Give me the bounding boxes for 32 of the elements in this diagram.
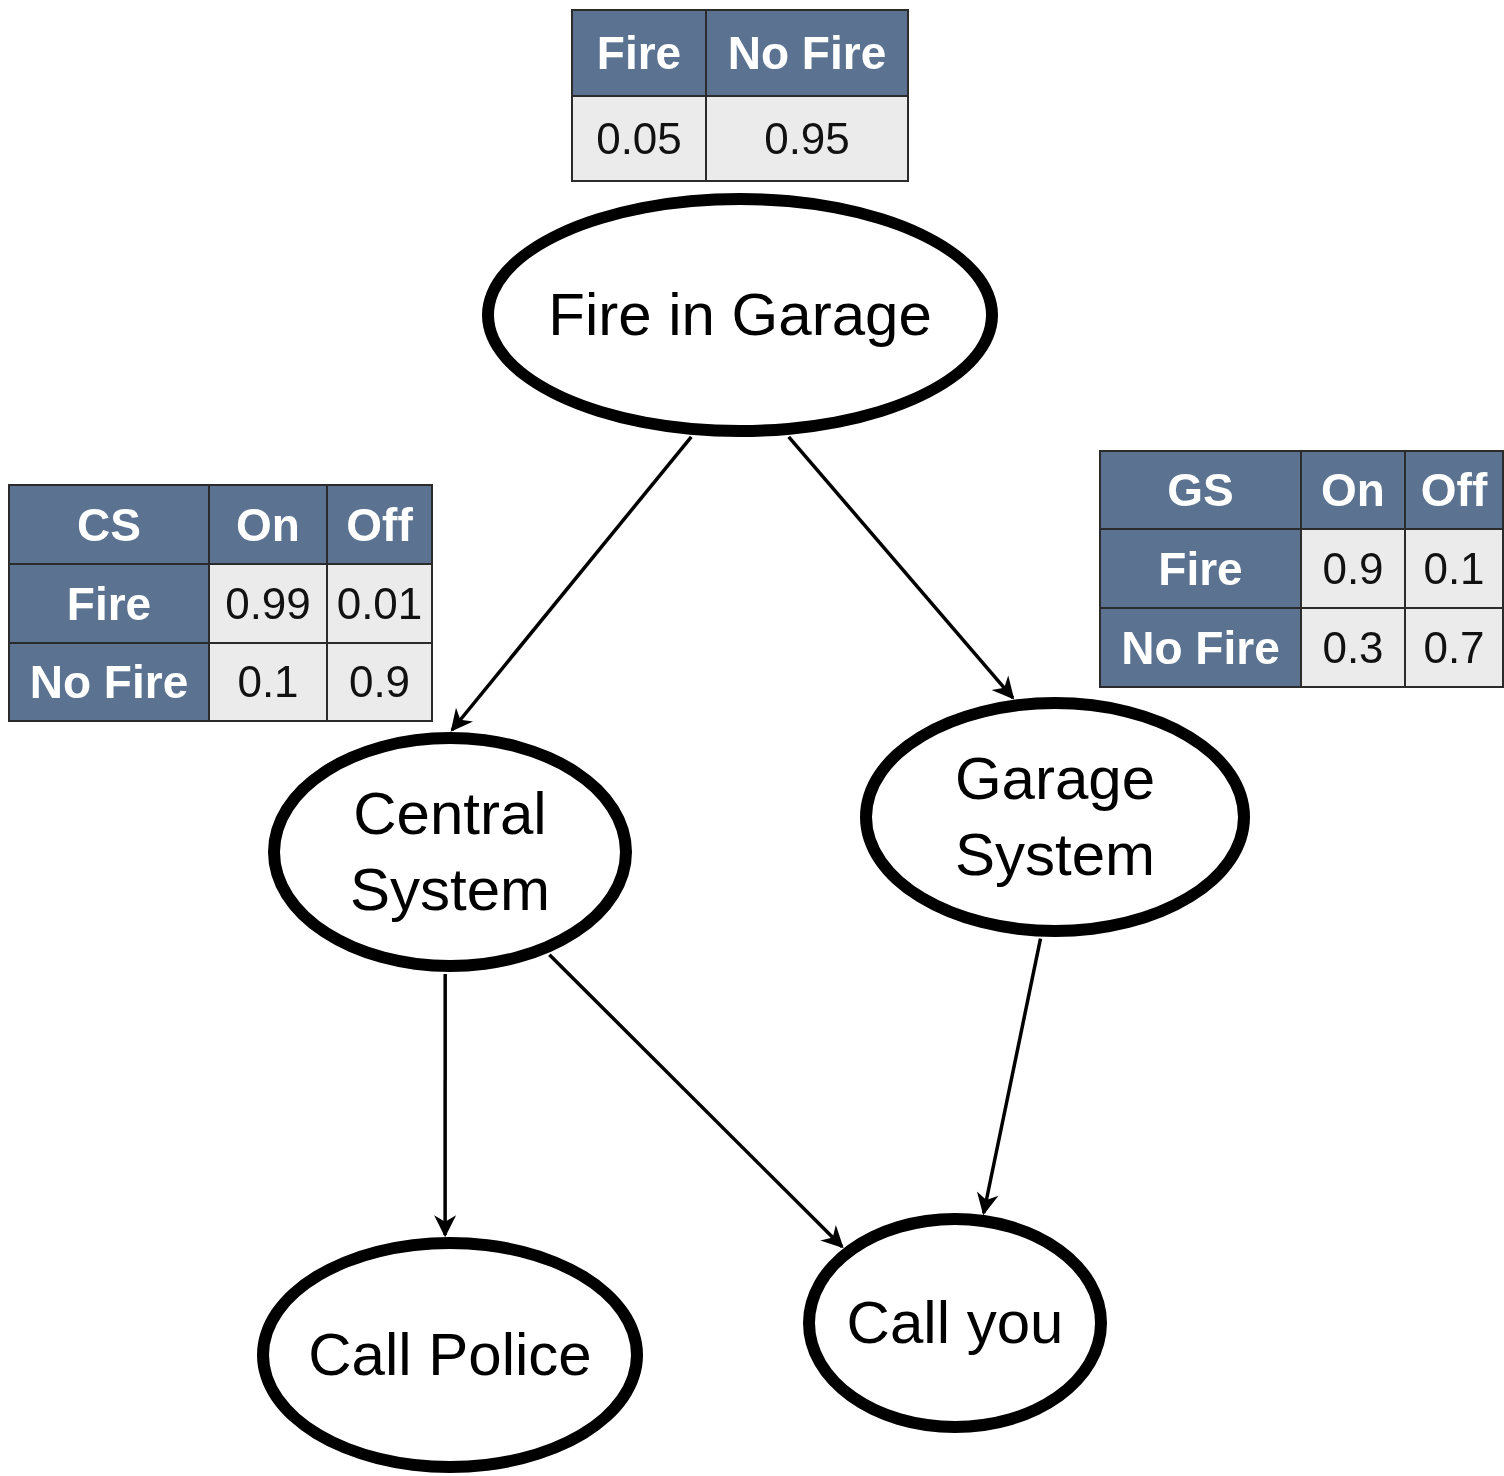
table-cell: 0.9 [326,642,433,722]
table-header-cell: On [1300,450,1406,530]
table-cell: 0.99 [208,563,328,644]
node-label: Garage System [953,744,1157,890]
table-header-cell: No Fire [8,642,210,722]
table-header-cell: No Fire [705,9,909,97]
node-label: Central System [348,779,551,925]
table-header-cell: Off [326,484,433,565]
table-cell: 0.1 [208,642,328,722]
table-cell: 0.7 [1404,607,1504,688]
table-cell: 0.9 [1300,528,1406,609]
table-header-cell: Fire [8,563,210,644]
node-label: Call Police [308,1320,592,1390]
table-cell: 0.05 [571,95,707,182]
node-label: Fire in Garage [548,280,932,350]
table-header-cell: Fire [571,9,707,97]
table-cell: 0.01 [326,563,433,644]
arrow [787,435,1015,700]
table-header-cell: Off [1404,450,1504,530]
table-header-cell: Fire [1099,528,1302,609]
table-header-cell: GS [1099,450,1302,530]
arrow [976,938,1043,1216]
node-label: Call you [846,1288,1064,1358]
arrow [434,974,457,1238]
table-cell: 0.3 [1300,607,1406,688]
table-header-cell: No Fire [1099,607,1302,688]
table-cell: 0.1 [1404,528,1504,609]
arrow [548,953,844,1249]
table-header-cell: CS [8,484,210,565]
table-cell: 0.95 [705,95,909,182]
table-header-cell: On [208,484,328,565]
arrow [450,435,693,732]
